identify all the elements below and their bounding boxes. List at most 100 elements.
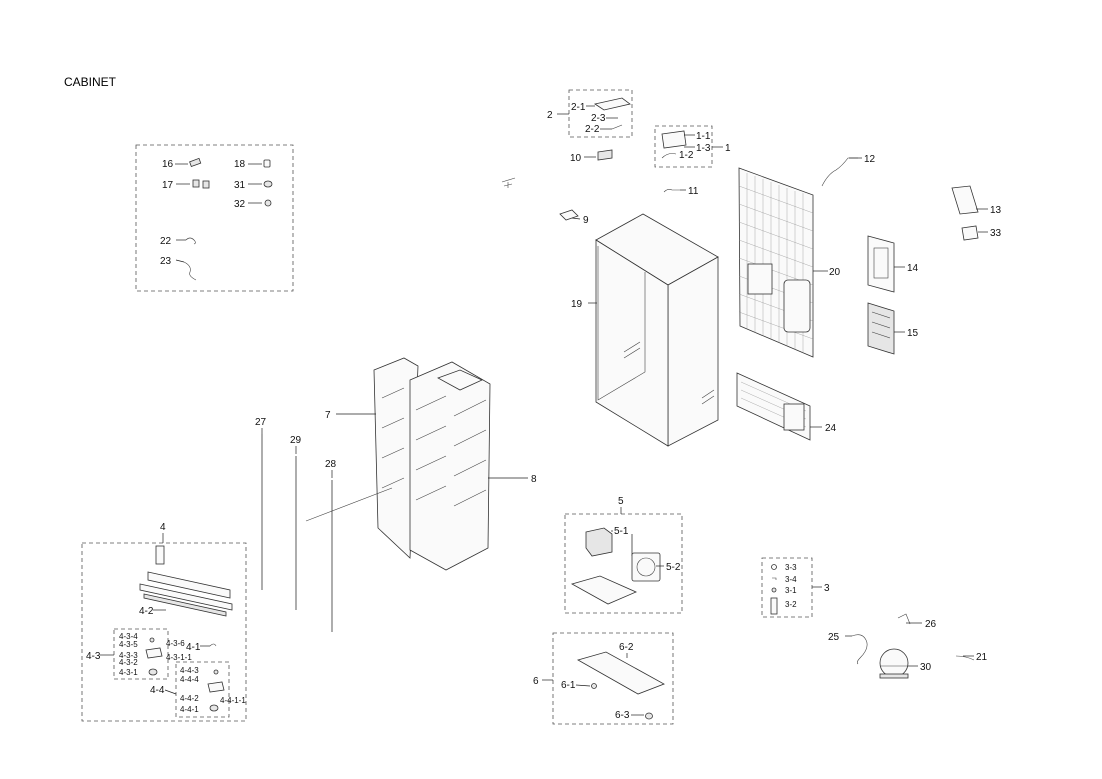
group-box-4 <box>81 542 247 722</box>
group-box-6 <box>552 632 674 725</box>
label-4-1: 4-1 <box>186 642 201 653</box>
label-2-3: 2-3 <box>591 113 606 124</box>
part-7-freezer-liner: 7 <box>325 357 419 559</box>
label-4-3-1-1: 4-3-1-1 <box>166 653 192 662</box>
label-1-2: 1-2 <box>679 150 694 161</box>
label-8: 8 <box>531 474 537 485</box>
label-26: 26 <box>925 619 937 630</box>
part-15-board-cover: 15 <box>867 302 919 355</box>
part-28-gasket: 28 <box>325 459 337 632</box>
part-2-1-bracket <box>593 97 631 111</box>
part-32-nut: 32 <box>234 199 272 210</box>
part-6-2-base-plate <box>576 651 665 695</box>
part-21-pipe: 21 <box>955 652 988 663</box>
label-32: 32 <box>234 199 246 210</box>
part-16-bracket: 16 <box>162 157 202 170</box>
label-14: 14 <box>907 263 919 274</box>
part-18-cap: 18 <box>234 159 271 170</box>
part-23-wire: 23 <box>160 256 197 281</box>
label-11: 11 <box>688 186 699 197</box>
part-17-clips: 17 <box>162 179 210 191</box>
label-27: 27 <box>255 417 267 428</box>
label-7: 7 <box>325 410 331 421</box>
part-19-outer-case: 19 <box>571 213 719 447</box>
label-28: 28 <box>325 459 337 470</box>
label-18: 18 <box>234 159 246 170</box>
part-8-fridge-liner: 8 <box>409 361 537 571</box>
group-box-4-4 <box>175 661 230 718</box>
part-6-1-screw <box>591 683 597 689</box>
label-31: 31 <box>234 180 246 191</box>
label-3-1: 3-1 <box>785 586 797 595</box>
part-10-holder: 10 <box>570 149 613 164</box>
part-14-cover: 14 <box>867 235 919 293</box>
label-33: 33 <box>990 228 1002 239</box>
label-4-4: 4-4 <box>150 685 165 696</box>
part-12-wire-harness: 12 <box>821 154 876 187</box>
label-15: 15 <box>907 328 919 339</box>
leader-27-to-cabinet <box>305 487 393 522</box>
part-4-3-leveler <box>145 637 163 676</box>
label-29: 29 <box>290 435 302 446</box>
label-12: 12 <box>864 154 876 165</box>
part-26-pipe: 26 <box>897 613 937 630</box>
part-24-bottom-panel: 24 <box>736 372 837 441</box>
part-13-pcb: 13 <box>951 185 1002 216</box>
label-20: 20 <box>829 267 841 278</box>
part-20-rear-panel: 20 <box>738 167 841 358</box>
label-1: 1 <box>725 143 731 154</box>
part-25-tube: 25 <box>828 632 868 665</box>
part-4-1-pin <box>209 643 217 647</box>
label-9: 9 <box>583 215 589 226</box>
label-3-2: 3-2 <box>785 600 797 609</box>
part-4-4-leveler <box>207 669 225 712</box>
part-29-gasket: 29 <box>290 435 302 610</box>
label-4-3-5: 4-3-5 <box>119 640 138 649</box>
part-30-compressor: 30 <box>879 648 932 679</box>
label-6-1: 6-1 <box>561 680 576 691</box>
part-loose-clip <box>501 177 516 188</box>
part-27-gasket: 27 <box>255 417 267 590</box>
label-4-4-1-1: 4-4-1-1 <box>220 696 246 705</box>
label-4-3-2: 4-3-2 <box>119 658 138 667</box>
part-5-1-pump: 5-1 <box>585 526 633 557</box>
label-4-4-1: 4-4-1 <box>180 705 199 714</box>
label-16: 16 <box>162 159 174 170</box>
part-31-screw: 31 <box>234 180 273 191</box>
label-6: 6 <box>533 676 539 687</box>
label-4-3-6: 4-3-6 <box>166 639 185 648</box>
group-box-small-parts <box>135 144 294 292</box>
label-5: 5 <box>618 496 624 507</box>
label-24: 24 <box>825 423 837 434</box>
label-30: 30 <box>920 662 932 673</box>
label-4-3-4: 4-3-4 <box>119 632 138 641</box>
group-box-3 <box>761 557 813 618</box>
part-33-sub-pcb: 33 <box>961 225 1002 241</box>
label-2-2: 2-2 <box>585 124 600 135</box>
label-19: 19 <box>571 299 583 310</box>
label-4-4-2: 4-4-2 <box>180 694 199 703</box>
label-5-1: 5-1 <box>614 526 629 537</box>
label-1-3: 1-3 <box>696 143 711 154</box>
group-box-4-3 <box>113 628 169 680</box>
part-22-connector: 22 <box>160 236 196 247</box>
label-13: 13 <box>990 205 1002 216</box>
label-4-4-4: 4-4-4 <box>180 675 199 684</box>
group-box-5 <box>564 513 683 614</box>
label-1-1: 1-1 <box>696 131 711 142</box>
label-2: 2 <box>547 110 553 121</box>
label-6-2: 6-2 <box>619 642 634 653</box>
part-5-tray <box>570 575 637 605</box>
label-23: 23 <box>160 256 172 267</box>
label-3: 3 <box>824 583 830 594</box>
label-4-3-1: 4-3-1 <box>119 668 138 677</box>
label-4-3-3: 4-3-3 <box>119 651 138 660</box>
label-25: 25 <box>828 632 840 643</box>
label-10: 10 <box>570 153 582 164</box>
label-3-3: 3-3 <box>785 563 797 572</box>
group-box-1 <box>654 125 713 168</box>
label-22: 22 <box>160 236 172 247</box>
label-6-3: 6-3 <box>615 710 630 721</box>
label-21: 21 <box>976 652 988 663</box>
